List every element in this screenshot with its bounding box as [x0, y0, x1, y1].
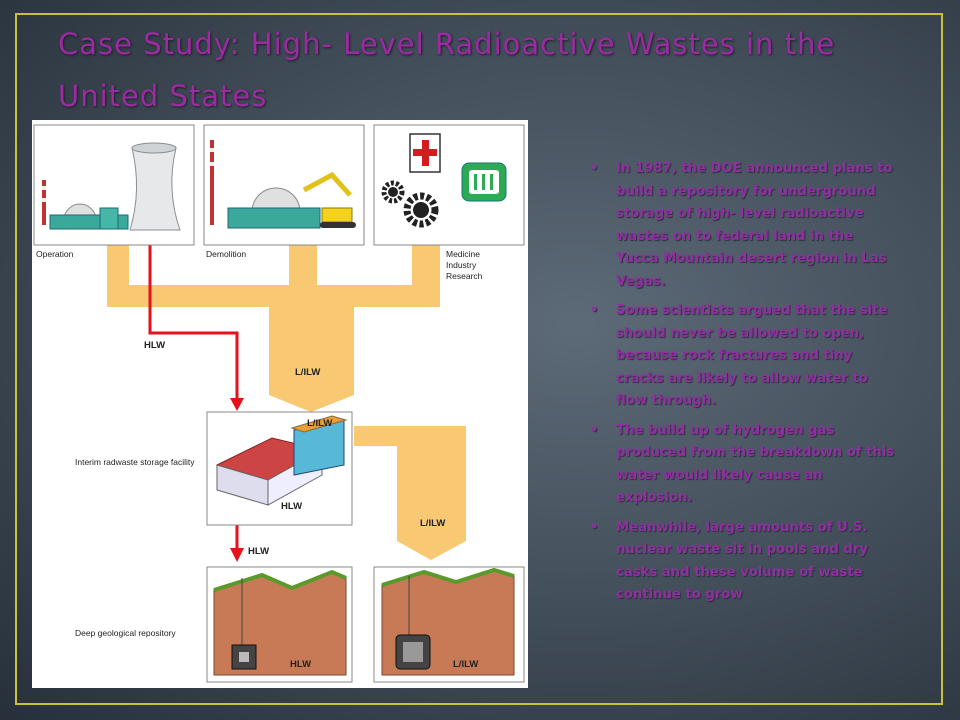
- reactor-dome-icon: [210, 140, 321, 229]
- deep-repository-label: Deep geological repository: [75, 628, 176, 638]
- operation-panel: Operation: [33, 124, 195, 259]
- storage-hlw-label: HLW: [281, 501, 302, 512]
- waste-flow-svg: Operation Demolition: [33, 124, 525, 683]
- bullet-text: Some scientists argued that the site sho…: [616, 303, 888, 408]
- interim-storage-label: Interim radwaste storage facility: [75, 457, 195, 467]
- repo-lilw-label: L/ILW: [453, 659, 478, 670]
- flow-bands: [107, 245, 466, 560]
- storage-lilw-label: L/ILW: [307, 418, 332, 429]
- bullet-text: The build up of hydrogen gas produced fr…: [616, 422, 895, 506]
- operation-label: Operation: [36, 249, 74, 259]
- cooling-tower-icon: [129, 142, 181, 231]
- bullet-item: • Some scientists argued that the site sh…: [590, 300, 900, 413]
- reactor-dome-icon: [42, 180, 129, 230]
- excavator-icon: [302, 171, 356, 228]
- hlw-arrows: [148, 245, 244, 562]
- bullet-item: • In 1987, the DOE announced plans to bui…: [590, 158, 900, 293]
- hlw-flow-label: HLW: [144, 340, 165, 351]
- bullet-list: • In 1987, the DOE announced plans to bui…: [590, 158, 900, 614]
- slide-frame: [15, 13, 943, 705]
- demolition-label: Demolition: [206, 249, 246, 259]
- lilw-right-label: L/ILW: [420, 518, 445, 529]
- waste-flow-diagram: Operation Demolition: [32, 120, 528, 688]
- bullet-text: Meanwhile, large amounts of U.S. nuclear…: [616, 519, 868, 603]
- waste-canister-icon: [395, 634, 431, 670]
- lilw-flow-label: L/ILW: [295, 367, 320, 378]
- industry-label: Industry: [446, 260, 477, 270]
- hlw-lower-label: HLW: [248, 546, 269, 557]
- waste-canister-icon: [231, 644, 257, 670]
- bullet-dot-icon: •: [590, 519, 599, 535]
- red-cross-icon: [409, 133, 441, 173]
- bullet-dot-icon: •: [590, 422, 599, 438]
- bullet-dot-icon: •: [590, 161, 599, 176]
- interim-storage-panel: L/ILW HLW: [206, 411, 353, 526]
- bullet-dot-icon: •: [590, 303, 599, 318]
- repo-hlw-label: HLW: [290, 659, 311, 670]
- bullet-item: • The build up of hydrogen gas produced f…: [590, 420, 900, 510]
- gear-icon: [381, 180, 439, 228]
- medicine-panel: Medicine Industry Research: [373, 124, 525, 281]
- lab-flask-icon: [461, 162, 507, 202]
- medicine-label: Medicine: [446, 249, 480, 259]
- bullet-item: • Meanwhile, large amounts of U.S. nuclea…: [590, 517, 900, 607]
- repository-lilw-panel: L/ILW: [373, 566, 525, 683]
- demolition-panel: Demolition: [203, 124, 365, 259]
- slide-title: Case Study: High- Level Radioactive Wast…: [58, 27, 836, 113]
- research-label: Research: [446, 271, 483, 281]
- bullet-text: In 1987, the DOE announced plans to buil…: [616, 161, 893, 289]
- repository-hlw-panel: HLW: [206, 566, 353, 683]
